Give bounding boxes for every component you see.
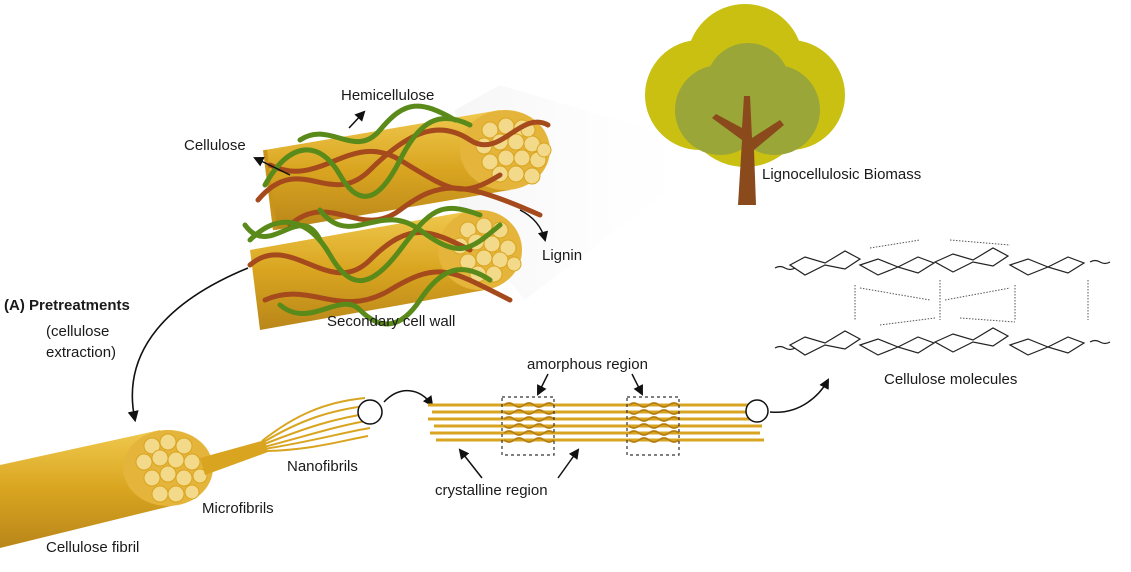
hydrogen-bonds xyxy=(854,239,1089,326)
amorphous-arrow-2 xyxy=(631,373,643,396)
pretreatment-arrow xyxy=(127,267,249,423)
hemicellulose-strands xyxy=(242,103,503,327)
crystalline-arrow-1 xyxy=(458,448,483,479)
hemicellulose-arrow xyxy=(348,110,366,129)
crystalline-bundle xyxy=(428,403,764,442)
crystalline-arrow-2 xyxy=(557,448,580,479)
tree-icon xyxy=(645,4,845,205)
label-crystalline-region: crystalline region xyxy=(435,482,548,499)
lignin-arrow xyxy=(519,209,549,243)
label-lignin: Lignin xyxy=(542,247,583,264)
crystalline-to-molecules-arrow xyxy=(769,378,829,413)
label-amorphous-region: amorphous region xyxy=(527,356,648,373)
label-cellulose-extraction-2: extraction) xyxy=(46,344,117,361)
label-secondary-cell-wall: Secondary cell wall xyxy=(327,313,456,330)
label-hemicellulose: Hemicellulose xyxy=(341,87,435,104)
label-cellulose-extraction-1: (cellulose xyxy=(46,323,110,340)
label-cellulose-fibril: Cellulose fibril xyxy=(46,539,140,556)
amorphous-arrow-1 xyxy=(537,373,549,396)
amorphous-box-2 xyxy=(626,396,680,456)
crystalline-zoom-circle xyxy=(745,399,769,423)
cellulose-arrow xyxy=(253,156,291,176)
label-pretreatments: (A) Pretreatments xyxy=(4,297,130,314)
nanofibril-to-crystalline-arrow xyxy=(383,389,434,407)
label-microfibrils: Microfibrils xyxy=(202,500,274,517)
cellulose-molecules-structure xyxy=(774,247,1111,356)
label-cellulose-molecules: Cellulose molecules xyxy=(884,371,1018,388)
amorphous-wiggles xyxy=(503,402,680,443)
cell-wall-top-rod xyxy=(263,110,552,231)
label-lignocellulosic-biomass: Lignocellulosic Biomass xyxy=(762,166,922,183)
cellulose-fibril xyxy=(0,397,383,548)
label-cellulose: Cellulose xyxy=(184,137,246,154)
label-nanofibrils: Nanofibrils xyxy=(287,458,358,475)
amorphous-box-1 xyxy=(501,396,555,456)
